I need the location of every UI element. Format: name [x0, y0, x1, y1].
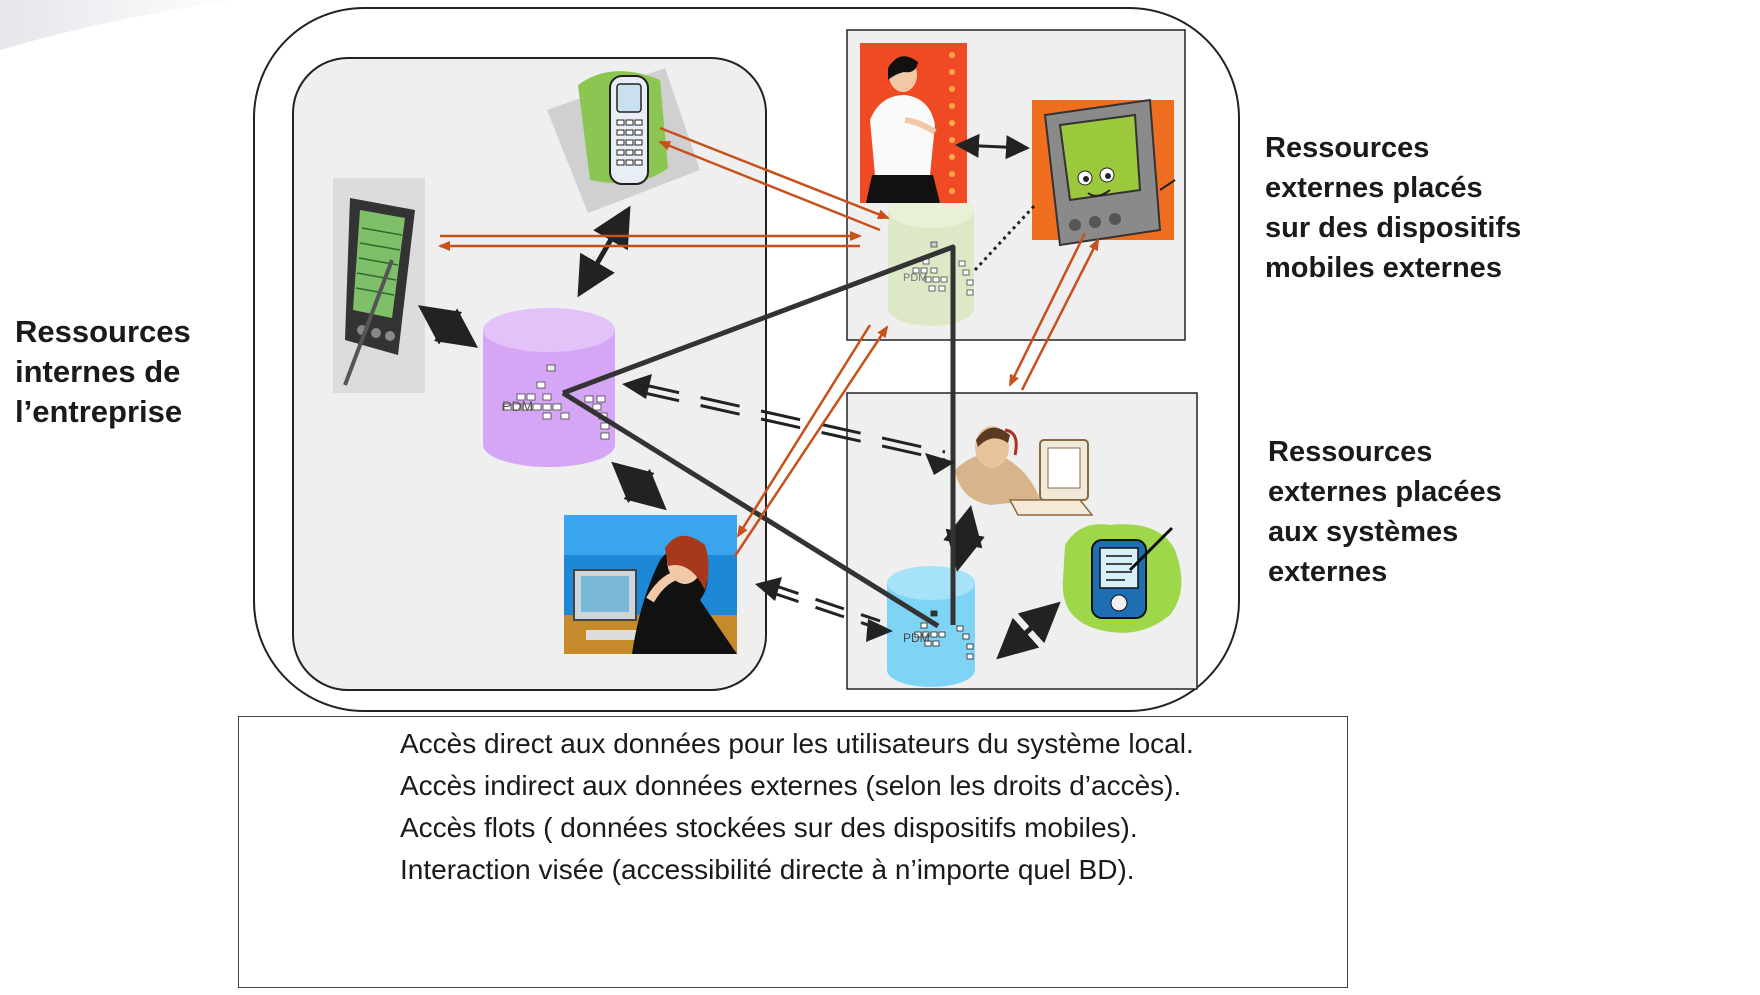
direct-arrow-extdb-pda — [996, 601, 1061, 660]
mobile-label-line-2: externes placés — [1265, 172, 1483, 204]
internal-pda-icon — [333, 178, 425, 393]
flow-phone-mobiledb-b — [658, 140, 881, 232]
external-systems-label: Ressources externes placées aux systèmes… — [1268, 432, 1502, 592]
external-label-line-2: externes placées — [1268, 476, 1502, 508]
direct-arrow-phone-db — [577, 205, 631, 298]
indirect-arrowhead-woman — [755, 577, 782, 601]
flow-phone-mobiledb-a — [659, 126, 890, 220]
direct-arrow-pda-db — [417, 305, 479, 348]
mobile-database: PDM — [888, 192, 974, 326]
external-label-line-4: externes — [1268, 556, 1388, 588]
external-label-line-1: Ressources — [1268, 436, 1433, 468]
internal-resources-label: Ressources internes de l’entreprise — [15, 312, 191, 432]
indirect-arrowhead-man — [925, 453, 955, 475]
mobile-label-line-1: Ressources — [1265, 132, 1430, 164]
direct-arrow-man-extdb — [943, 505, 985, 572]
external-db-label: PDM — [903, 631, 930, 645]
indirect-arrowhead-extdb — [866, 619, 893, 642]
external-label-line-3: aux systèmes — [1268, 516, 1459, 548]
interaction-line-triangle — [562, 244, 956, 625]
decorative-swoosh — [0, 0, 240, 50]
mobile-resources-label: Ressources externes placés sur des dispo… — [1265, 128, 1521, 288]
internal-label-line-1: Ressources — [15, 314, 191, 349]
legend-intended-interaction: Interaction visée (accessibilité directe… — [400, 854, 1135, 885]
woman-thinking-icon — [860, 43, 967, 203]
pda-character-icon — [1032, 98, 1176, 247]
dotted-link-mobiledb-pda — [973, 203, 1037, 272]
legend-direct-access: Accès direct aux données pour les utilis… — [400, 728, 1194, 759]
flow-pda-man-b — [1020, 238, 1100, 391]
legend-indirect-access: Accès indirect aux données externes (sel… — [400, 770, 1182, 801]
indirect-arrowhead-db — [622, 374, 652, 399]
external-database: PDM — [887, 566, 975, 687]
flow-woman-mobiledb-b — [736, 324, 872, 538]
legend-box — [238, 716, 1348, 988]
internal-db-label: PDM — [502, 398, 533, 414]
legend-flow-access: Accès flots ( données stockées sur des d… — [400, 812, 1138, 843]
interaction-line-db-extdb — [561, 390, 940, 629]
direct-arrow-db-woman — [611, 461, 667, 511]
internal-label-line-3: l’entreprise — [15, 394, 183, 429]
flow-pda-man-a — [1008, 232, 1087, 387]
internal-label-line-2: internes de — [15, 354, 181, 389]
green-pda-icon — [1062, 524, 1182, 633]
mobile-label-line-3: sur des dispositifs — [1265, 212, 1522, 244]
flow-woman-mobiledb-a — [733, 325, 889, 557]
internal-database: PDM — [483, 308, 615, 467]
mobile-label-line-4: mobiles externes — [1265, 252, 1502, 284]
man-at-computer-icon — [955, 426, 1094, 516]
direct-arrow-woman-pda — [955, 133, 1030, 160]
mobile-db-label: PDM — [903, 272, 927, 284]
woman-at-computer-icon — [564, 515, 737, 654]
cell-phone-icon — [547, 68, 700, 213]
